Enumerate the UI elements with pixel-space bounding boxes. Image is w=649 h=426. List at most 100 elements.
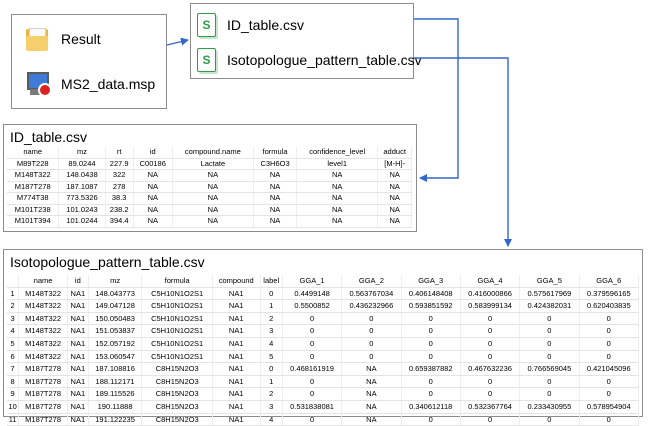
- table-cell: M148T322: [18, 312, 69, 326]
- table-cell: 0: [401, 350, 461, 364]
- table-cell: 0: [579, 375, 640, 389]
- table-cell: NA: [133, 192, 173, 205]
- table-cell: NA: [296, 192, 379, 205]
- table-cell: NA1: [212, 350, 261, 364]
- table-cell: 0: [282, 337, 343, 351]
- table-cell: 150.050483: [88, 312, 143, 326]
- table-cell: C8H15N2O3: [141, 375, 213, 389]
- table-cell: 153.060547: [88, 350, 143, 364]
- csv-file-icon: S: [197, 48, 216, 72]
- table-cell: 0: [460, 375, 521, 389]
- table-cell: C00186: [133, 158, 173, 170]
- column-header: compound: [212, 275, 261, 288]
- table-cell: NA: [253, 192, 298, 205]
- table-cell: C5H10N1O2S1: [141, 287, 213, 301]
- table-cell: 0: [519, 375, 580, 389]
- table-cell: 148.043773: [88, 287, 143, 301]
- column-header: formula: [141, 275, 213, 288]
- table-cell: NA1: [67, 299, 89, 313]
- table-cell: NA: [253, 169, 298, 182]
- table-cell: 2: [260, 387, 283, 401]
- table-cell: M148T322: [18, 287, 69, 301]
- table-cell: NA1: [67, 375, 89, 389]
- table-cell: NA: [253, 204, 298, 216]
- table-cell: 322: [105, 169, 134, 182]
- table-cell: 3: [7, 312, 20, 326]
- table-cell: 227.9: [105, 158, 134, 170]
- table-cell: NA1: [212, 375, 261, 389]
- table-cell: NA: [253, 215, 298, 228]
- csv-icon-glyph: S: [202, 53, 211, 67]
- table-cell: M148T322: [18, 350, 69, 364]
- table-cell: 0.233430955: [519, 400, 580, 414]
- table-cell: NA1: [212, 387, 261, 401]
- table-cell: NA1: [212, 400, 261, 414]
- table-cell: NA: [133, 169, 173, 182]
- id-table-file[interactable]: S ID_table.csv: [197, 13, 304, 37]
- column-header: GGA_3: [401, 275, 461, 288]
- table-cell: C5H10N1O2S1: [141, 324, 213, 338]
- table-cell: 0.578954904: [579, 400, 640, 414]
- table-cell: 0.583999134: [460, 299, 521, 313]
- table-cell: 89.0244: [58, 158, 106, 170]
- table-cell: NA1: [67, 337, 89, 351]
- table-cell: M148T322: [7, 169, 60, 182]
- table-cell: 0: [519, 350, 580, 364]
- table-cell: 0.620403835: [579, 299, 640, 313]
- table-cell: 148.0438: [58, 169, 106, 182]
- table-cell: 773.5326: [58, 192, 106, 205]
- table-cell: 149.047128: [88, 299, 143, 313]
- table-cell: M187T278: [18, 387, 69, 401]
- table-cell: NA1: [67, 400, 89, 414]
- msp-file[interactable]: MS2_data.msp: [25, 70, 155, 98]
- table-cell: C5H10N1O2S1: [141, 312, 213, 326]
- table-cell: 0.659387882: [401, 362, 461, 376]
- table-cell: 1: [7, 287, 20, 301]
- table-cell: NA1: [67, 362, 89, 376]
- table-cell: 0: [401, 312, 461, 326]
- table-cell: NA: [341, 400, 402, 414]
- table-cell: 0.4499148: [282, 287, 343, 301]
- table-cell: 0.532367764: [460, 400, 521, 414]
- table-cell: NA: [133, 181, 173, 193]
- table-cell: 0: [519, 312, 580, 326]
- table-cell: 0: [519, 337, 580, 351]
- table-cell: 0.416000866: [460, 287, 521, 301]
- arrow-to-id-table: [414, 18, 459, 182]
- column-header: mz: [58, 147, 106, 159]
- folder-icon: [25, 26, 49, 52]
- column-header: mz: [88, 275, 143, 288]
- table-cell: 152.057192: [88, 337, 143, 351]
- result-folder[interactable]: Result: [25, 26, 101, 52]
- column-header: formula: [253, 147, 298, 159]
- column-header: GGA_5: [519, 275, 580, 288]
- table-cell: 0: [579, 337, 640, 351]
- table-cell: 0: [460, 387, 521, 401]
- table-cell: NA: [377, 181, 412, 193]
- id-table-title: ID_table.csv: [10, 129, 88, 145]
- table-cell: M187T278: [18, 362, 69, 376]
- table-cell: 3: [260, 400, 283, 414]
- table-cell: NA1: [212, 324, 261, 338]
- table-cell: 5: [7, 337, 20, 351]
- table-cell: NA1: [212, 287, 261, 301]
- table-cell: NA: [296, 169, 379, 182]
- table-cell: 0.467632236: [460, 362, 521, 376]
- table-cell: NA1: [67, 287, 89, 301]
- table-cell: 0: [460, 312, 521, 326]
- table-cell: 0.766569045: [519, 362, 580, 376]
- iso-table-file[interactable]: S Isotopologue_pattern_table.csv: [197, 48, 422, 72]
- msp-file-label: MS2_data.msp: [61, 76, 156, 92]
- table-cell: M187T278: [7, 181, 60, 193]
